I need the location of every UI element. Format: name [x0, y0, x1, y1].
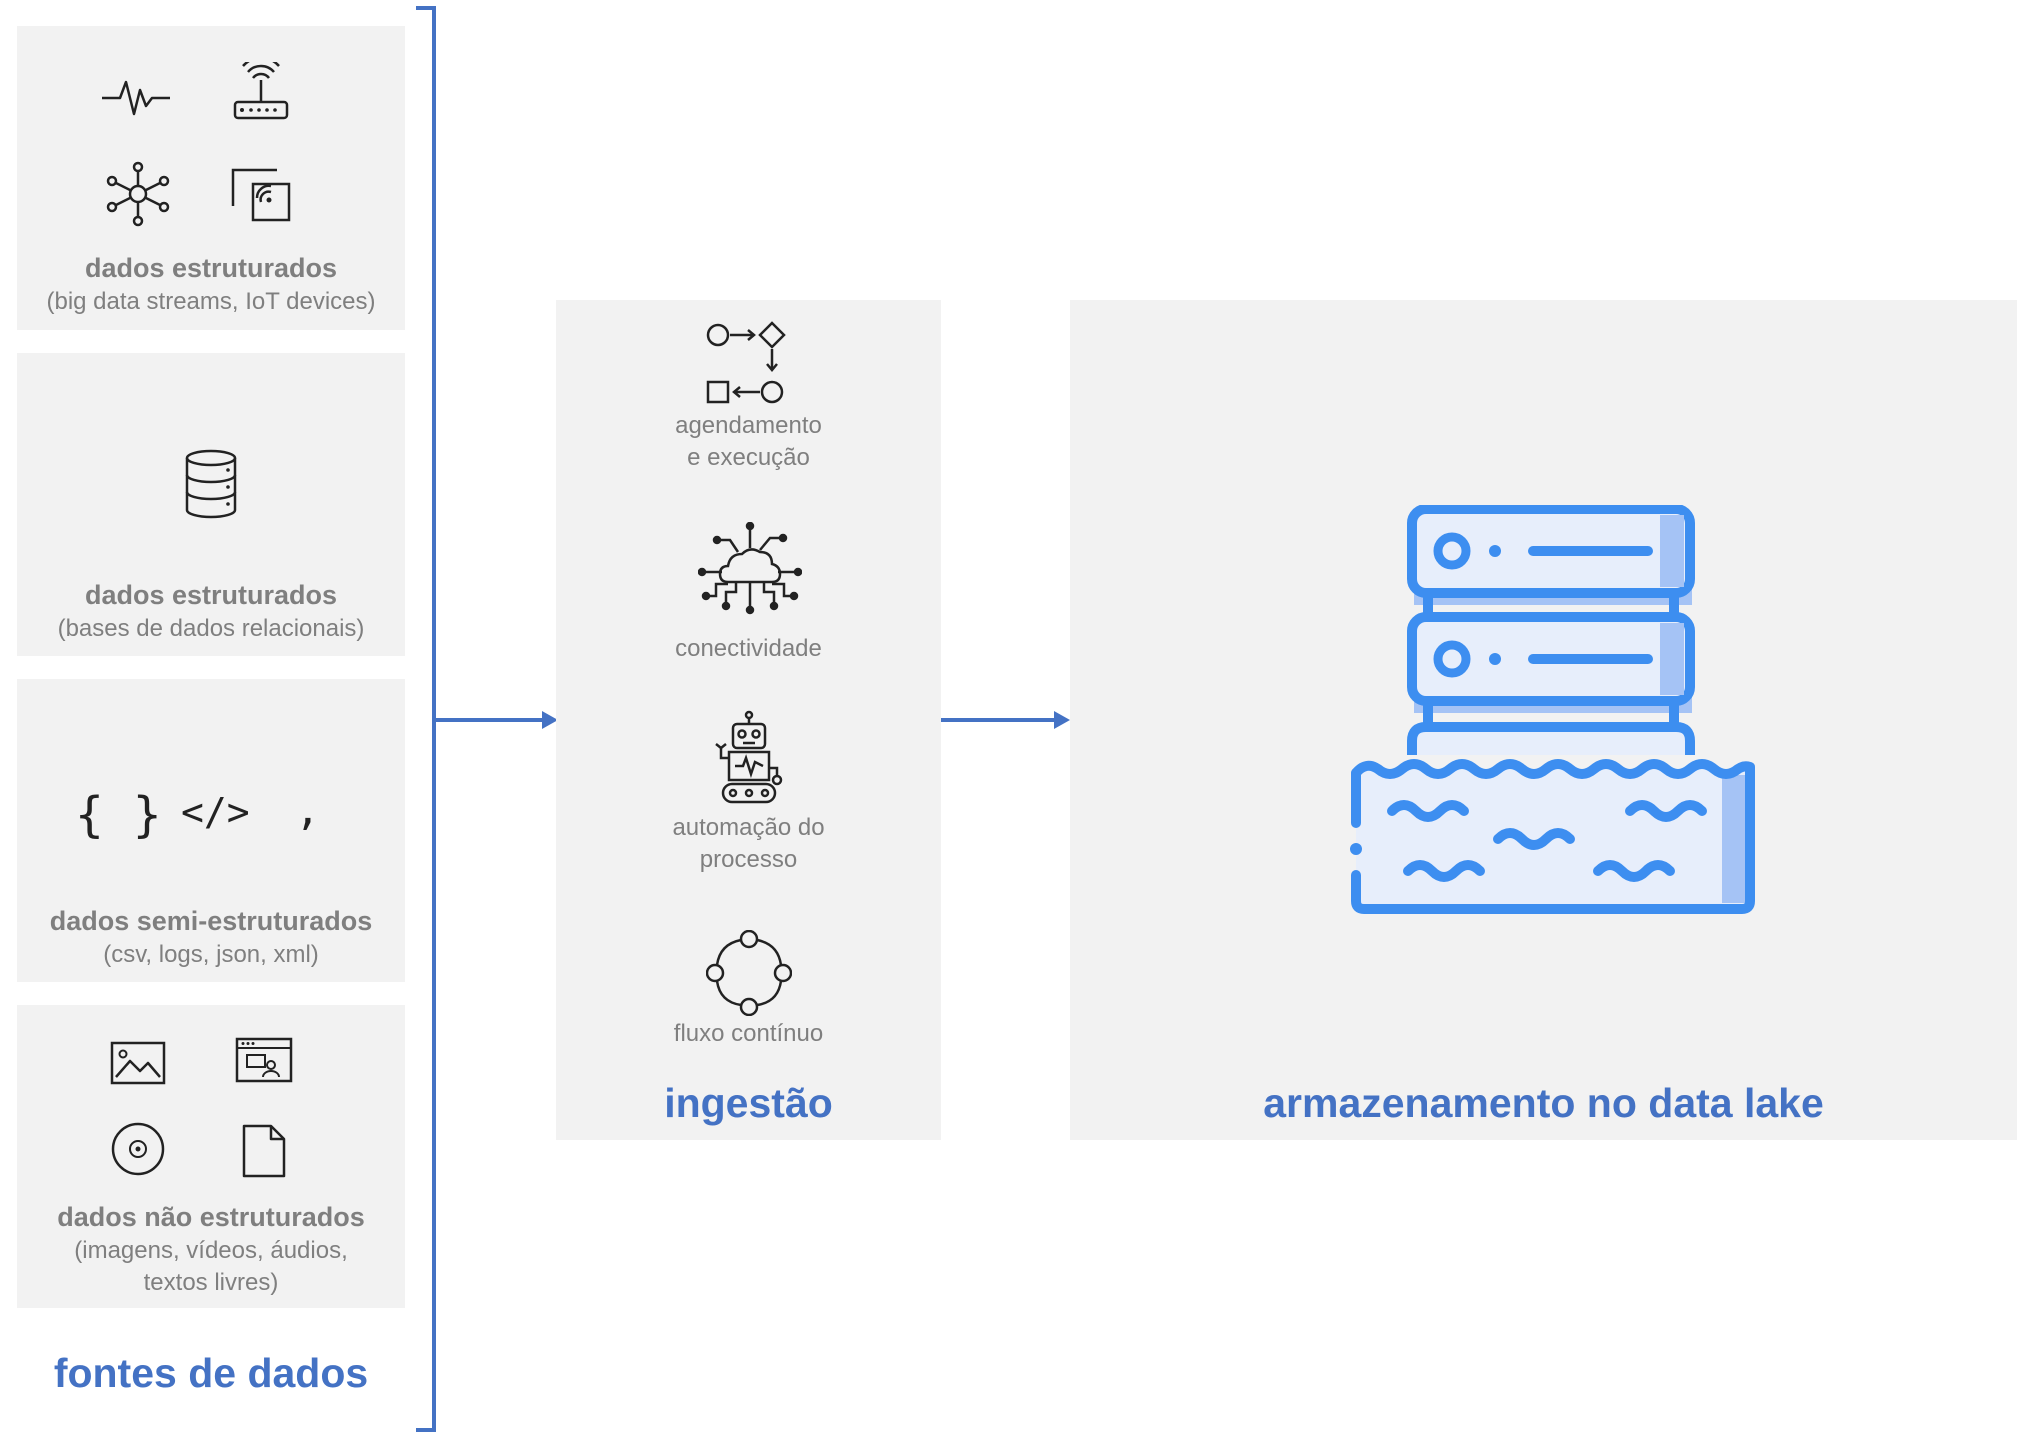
arrow-to-storage-head [1054, 711, 1070, 729]
source-panel-unstructured: dados não estruturados (imagens, vídeos,… [17, 1005, 405, 1308]
workflow-icon [706, 321, 786, 404]
wifi-router-icon [233, 62, 289, 120]
cloud-network-icon [698, 522, 802, 615]
ingestion-item-label: fluxo contínuo [673, 1020, 824, 1047]
ingestion-item-label: automação do [672, 814, 825, 841]
sources-label: fontes de dados [53, 1350, 369, 1396]
pulse-signal-icon [102, 80, 170, 116]
storage-label: armazenamento no data lake [1263, 1080, 1824, 1126]
ingestion-label: ingestão [664, 1080, 833, 1126]
image-icon [110, 1041, 166, 1085]
panel-title: dados estruturados [84, 253, 338, 283]
panel-description-line: textos livres) [143, 1269, 279, 1296]
audio-disc-icon [111, 1122, 165, 1176]
panel-description: (csv, logs, json, xml) [103, 941, 319, 968]
video-player-icon [235, 1037, 293, 1083]
robot-icon [715, 710, 783, 804]
text-document-icon [242, 1124, 286, 1178]
ingestion-panel: agendamento e execução conectividade [556, 300, 941, 1140]
panel-description-line: (imagens, vídeos, áudios, [74, 1237, 348, 1264]
panel-title: dados não estruturados [57, 1202, 365, 1232]
sources-bracket [416, 6, 436, 1432]
ingestion-item-label: e execução [687, 444, 810, 471]
panel-description: (big data streams, IoT devices) [46, 288, 376, 315]
panel-description: (bases de dados relacionais) [57, 615, 365, 642]
source-panel-streams: dados estruturados (big data streams, Io… [17, 26, 405, 330]
database-icon [185, 449, 237, 519]
json-braces-icon: { } [75, 787, 162, 843]
storage-panel: armazenamento no data lake [1070, 300, 2017, 1140]
panel-title: dados estruturados [84, 580, 338, 610]
source-panel-semistructured: { } </> , dados semi-estruturados (csv, … [17, 679, 405, 982]
panel-title: dados semi-estruturados [49, 906, 373, 936]
data-lake-server-icon [1350, 505, 1755, 914]
arrow-to-ingestion-head [542, 711, 558, 729]
ingestion-item-label: processo [699, 846, 798, 873]
network-hub-icon [106, 161, 170, 227]
ingestion-item-label: agendamento [675, 412, 822, 439]
ingestion-item-label: conectividade [675, 635, 822, 662]
cycle-flow-icon [706, 930, 792, 1016]
xml-code-icon: </> [181, 790, 250, 834]
csv-comma-icon: , [295, 785, 321, 834]
wireless-screen-icon [231, 168, 291, 222]
source-panel-relational: dados estruturados (bases de dados relac… [17, 353, 405, 656]
